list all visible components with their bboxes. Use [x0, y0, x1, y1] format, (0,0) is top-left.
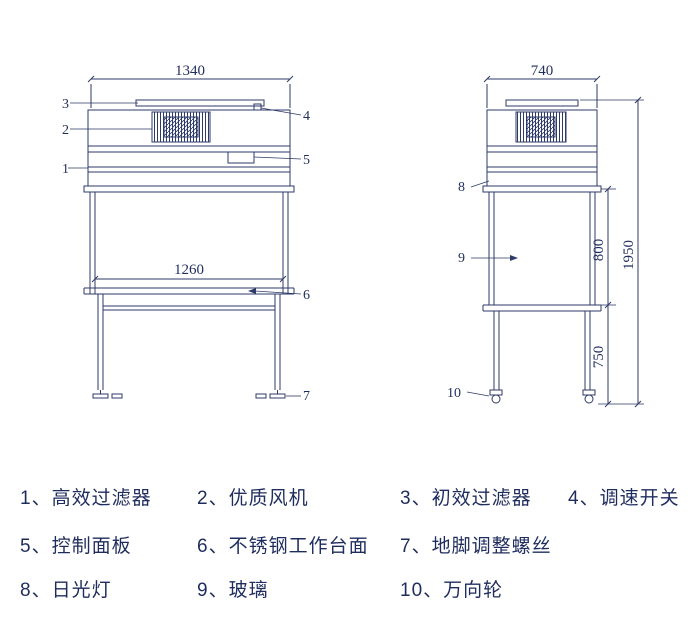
callout-7: 7: [303, 389, 310, 404]
front-view: 1340 1260: [62, 63, 310, 404]
dim-label-800: 800: [591, 239, 607, 262]
head-lip-front: [83, 185, 295, 193]
glass-side-panel: [488, 192, 596, 305]
legend-item-1: 1、高效过滤器: [20, 488, 152, 509]
head-section-front: [83, 109, 295, 193]
side-dim-heights: 800 750 1950: [580, 96, 644, 408]
front-dim-work-width: 1260: [91, 262, 287, 283]
dim-label-1950: 1950: [621, 240, 637, 270]
callout-10: 10: [447, 386, 461, 401]
callout-9: 9: [458, 251, 465, 266]
legend-item-9: 9、玻璃: [197, 580, 269, 601]
legend-item-4: 4、调速开关: [568, 488, 680, 509]
head-section-side: [482, 109, 602, 193]
speed-switch: [253, 103, 262, 111]
callout-1: 1: [62, 162, 69, 177]
dim-label-1340: 1340: [175, 63, 205, 79]
front-callout-leaders: [68, 102, 302, 397]
side-dim-depth: 740: [483, 63, 601, 108]
legend-item-8: 8、日光灯: [20, 580, 112, 601]
head-lip-side: [482, 185, 602, 193]
casters: [489, 389, 596, 404]
callout-8: 8: [458, 180, 465, 195]
legend-item-5: 5、控制面板: [20, 536, 132, 557]
callout-4: 4: [303, 109, 310, 124]
fan-core-side: [526, 116, 556, 138]
legend-item-2: 2、优质风机: [197, 488, 309, 509]
stand-front: [92, 294, 286, 399]
control-panel: [227, 151, 255, 164]
callout-5: 5: [303, 153, 310, 168]
front-dim-overall-width: 1340: [87, 63, 294, 108]
prefilter-plate-front: [135, 99, 265, 107]
callout-3: 3: [62, 97, 69, 112]
legend-item-6: 6、不锈钢工作台面: [197, 536, 369, 557]
callout-2: 2: [62, 123, 69, 138]
legend-item-3: 3、初效过滤器: [400, 488, 532, 509]
worktable-front: [83, 287, 295, 295]
dim-label-750: 750: [591, 346, 607, 369]
side-callout-leaders: [466, 180, 518, 397]
stand-side: [489, 311, 596, 404]
legend-item-10: 10、万向轮: [400, 580, 504, 601]
fan-core-front: [163, 116, 199, 138]
callout-6: 6: [303, 288, 310, 303]
dim-label-740: 740: [531, 63, 554, 79]
legend-item-7: 7、地脚调整螺丝: [400, 536, 552, 557]
work-chamber-front: [89, 192, 289, 294]
prefilter-plate-side: [505, 99, 579, 107]
side-view: 740: [447, 63, 644, 408]
leveling-feet: [92, 390, 286, 399]
dim-label-1260: 1260: [174, 262, 204, 278]
worktable-side: [482, 304, 602, 312]
